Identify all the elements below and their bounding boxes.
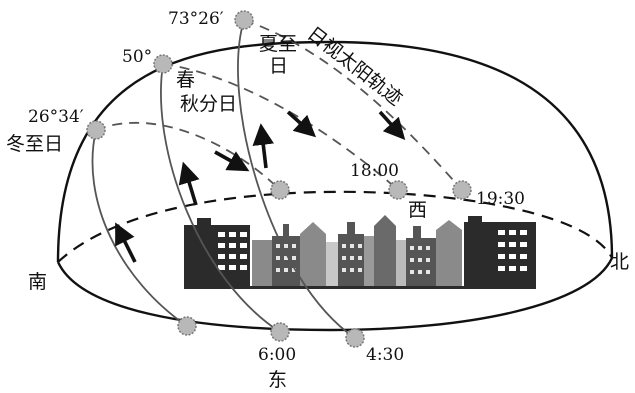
winter-solstice-label: 冬至日 [6,133,63,155]
summer-noon-angle: 73°26′ [168,9,224,29]
horizon-front [56,257,614,332]
west-label: 西 [408,199,427,221]
winter-solstice-path-front [91,129,188,327]
equinox-label-1: 春 [176,69,195,91]
arrow-equinox [178,161,200,206]
east-label: 东 [268,369,287,391]
sun-equinox-sunset [388,180,408,200]
sun-equinox-noon [153,54,173,74]
city-buildings [184,215,536,289]
arrow-winter-back [214,150,250,172]
winter-noon-angle: 26°34′ [28,107,84,127]
horizon-back [57,190,613,263]
sun-equinox-sunrise [270,322,290,342]
celestial-dome [56,40,614,263]
equinox-sunrise-time: 6:00 [258,345,296,365]
summer-solstice-path-back [243,19,463,191]
sun-winter-sunrise [177,316,197,336]
sun-winter-sunset [270,180,290,200]
sun-winter-noon [86,120,106,140]
sun-summer-noon [234,10,254,30]
winter-solstice-path-back [95,121,281,191]
equinox-noon-angle: 50° [122,47,152,67]
summer-solstice-label-2: 日 [269,55,288,77]
north-label: 北 [610,251,629,273]
summer-sunrise-time: 4:30 [366,345,404,365]
south-label: 南 [28,271,47,293]
sun-summer-sunrise [345,328,365,348]
summer-solstice-label-1: 夏至 [259,33,297,55]
arrow-equinox-back [286,110,317,138]
summer-solstice-path-front [237,19,356,339]
equinox-label-2: 秋分日 [180,93,237,115]
arrow-winter [115,222,137,263]
sun-summer-sunset [452,180,472,200]
apparent-path-title: 日视太阳轨迹 [303,23,406,111]
equinox-sunset-time: 18:00 [350,161,399,181]
equinox-path-front [160,63,281,333]
arrow-title [378,110,406,141]
summer-sunset-time: 19:30 [476,189,525,209]
arrow-summer [252,123,274,169]
